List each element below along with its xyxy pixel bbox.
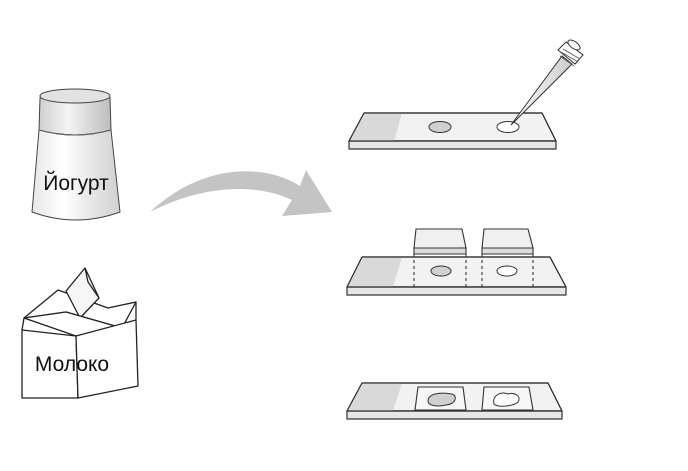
milk-drop [496,121,520,133]
yogurt-label: Йогурт [43,171,109,195]
slide-1 [348,39,584,150]
yogurt-smear [427,392,456,407]
milk-label: Молоко [35,353,109,376]
coverslip-icon [481,228,534,290]
slide-3 [346,382,563,420]
yogurt-drop [428,121,452,133]
milk-drop [496,265,518,277]
pipette-icon [510,39,584,126]
coverslip-icon [413,228,467,290]
milk-smear [493,392,520,407]
curved-arrow-icon [150,170,332,216]
milk-carton-icon [21,267,139,399]
yogurt-cup-icon [31,88,121,221]
slide-2 [346,228,567,296]
yogurt-drop [430,265,452,277]
microscope-slide-icon [348,112,557,150]
microscope-slide-icon [346,256,567,296]
